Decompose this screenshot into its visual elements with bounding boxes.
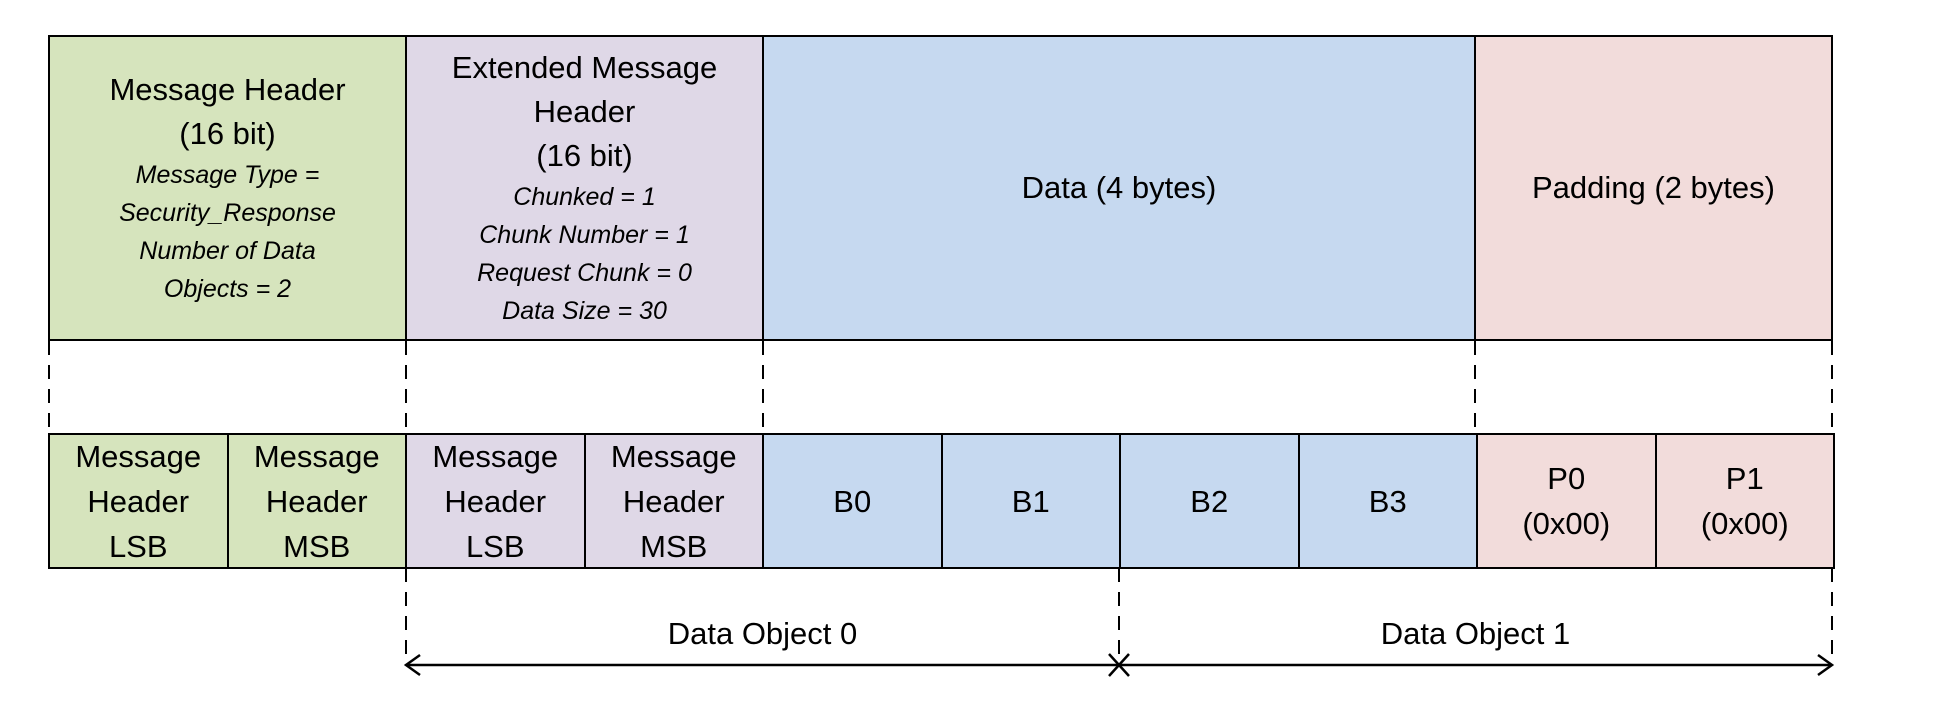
message-header-field-line: Message Type =: [135, 161, 320, 189]
byte-cell-label: MSB: [283, 528, 351, 564]
byte-cell-label: Message: [432, 438, 559, 474]
message-header-field-line: Objects = 2: [163, 275, 292, 303]
arrowhead-right: [1817, 653, 1835, 677]
data-object-1-label: Data Object 1: [1380, 616, 1571, 651]
byte-cell: B3: [1297, 433, 1478, 569]
extended-message-header-block: Extended Message Header (16 bit) Chunked…: [405, 35, 764, 341]
byte-cell-label: LSB: [465, 528, 525, 564]
byte-cell-label: B0: [833, 483, 872, 519]
byte-cell-label: Header: [444, 483, 547, 519]
byte-cell-label: B1: [1011, 483, 1050, 519]
message-header-field-line: Security_Response: [119, 199, 336, 227]
data-block: Data (4 bytes): [762, 35, 1476, 341]
data-object-0-label: Data Object 0: [667, 616, 858, 651]
byte-cell-label: MSB: [640, 528, 708, 564]
byte-cell-label: (0x00): [1522, 506, 1611, 541]
byte-cell-label: Message: [75, 438, 202, 474]
message-header-bits: (16 bit): [179, 116, 276, 151]
extended-header-field-line: Chunk Number = 1: [479, 221, 690, 249]
byte-cell-label: (0x00): [1700, 506, 1789, 541]
byte-cell-label: Header: [622, 483, 725, 519]
extended-header-field-line: Data Size = 30: [502, 297, 667, 325]
data-block-label: Data (4 bytes): [1021, 170, 1217, 205]
byte-cell-label: P0: [1547, 461, 1586, 496]
message-header-block: Message Header (16 bit) Message Type = S…: [48, 35, 407, 341]
arrowhead-left: [403, 653, 421, 677]
extended-header-title: Header: [533, 94, 636, 129]
byte-cell-label: P1: [1725, 461, 1764, 496]
message-header-field-line: Number of Data: [139, 237, 316, 265]
byte-cell-label: Header: [87, 483, 190, 519]
byte-cell-label: LSB: [108, 528, 168, 564]
byte-cell-label: B3: [1368, 483, 1407, 519]
padding-block-label: Padding (2 bytes): [1532, 170, 1775, 205]
arrow-cross: [1108, 653, 1130, 677]
byte-cell-label: Message: [610, 438, 737, 474]
byte-cell-label: Message: [253, 438, 380, 474]
message-header-title: Message Header: [109, 72, 346, 107]
extended-header-title: Extended Message: [451, 50, 718, 85]
padding-block: Padding (2 bytes): [1474, 35, 1833, 341]
extended-header-field-line: Chunked = 1: [513, 183, 656, 211]
byte-cell: B1: [940, 433, 1121, 569]
byte-cell-label: Header: [265, 483, 368, 519]
extended-header-field-line: Request Chunk = 0: [477, 259, 692, 287]
byte-cell-label: B2: [1190, 483, 1229, 519]
extended-header-bits: (16 bit): [536, 138, 633, 173]
byte-cell: P1 (0x00): [1654, 433, 1835, 569]
